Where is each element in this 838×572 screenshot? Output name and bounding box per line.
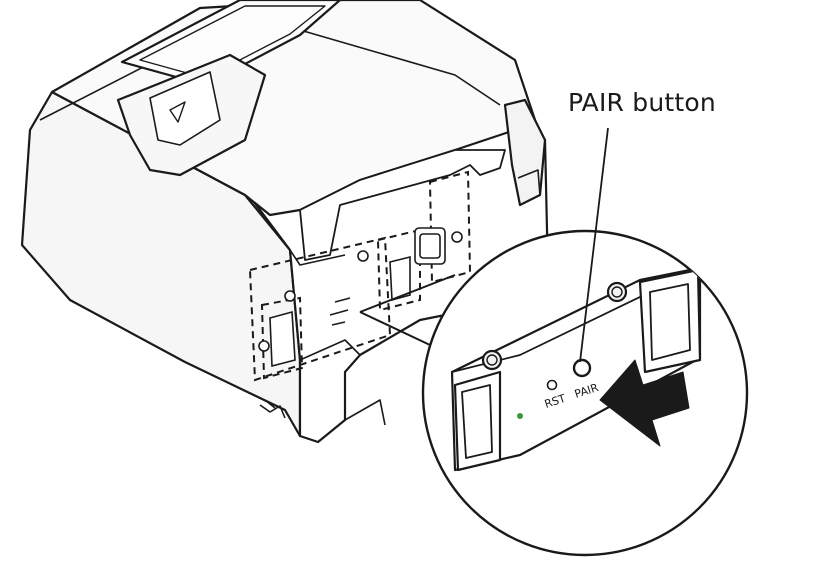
plate-left-handle <box>453 370 502 472</box>
plate-screw-right <box>606 281 628 303</box>
plate-screw-left <box>481 349 503 371</box>
zoom-leader-lines <box>359 274 456 346</box>
rst-button-hole <box>546 379 558 391</box>
pair-button[interactable] <box>572 358 592 378</box>
rear-connectors <box>258 227 463 368</box>
pointer-arrow <box>599 359 690 447</box>
front-frame <box>299 149 506 261</box>
pair-button-callout-label: PAIR button <box>568 88 716 117</box>
status-led <box>517 413 523 419</box>
plate-right-handle <box>638 268 702 374</box>
rst-label: RST <box>543 392 568 411</box>
callout-leader-line <box>579 127 609 363</box>
zoom-callout: RST PAIR <box>359 229 749 557</box>
